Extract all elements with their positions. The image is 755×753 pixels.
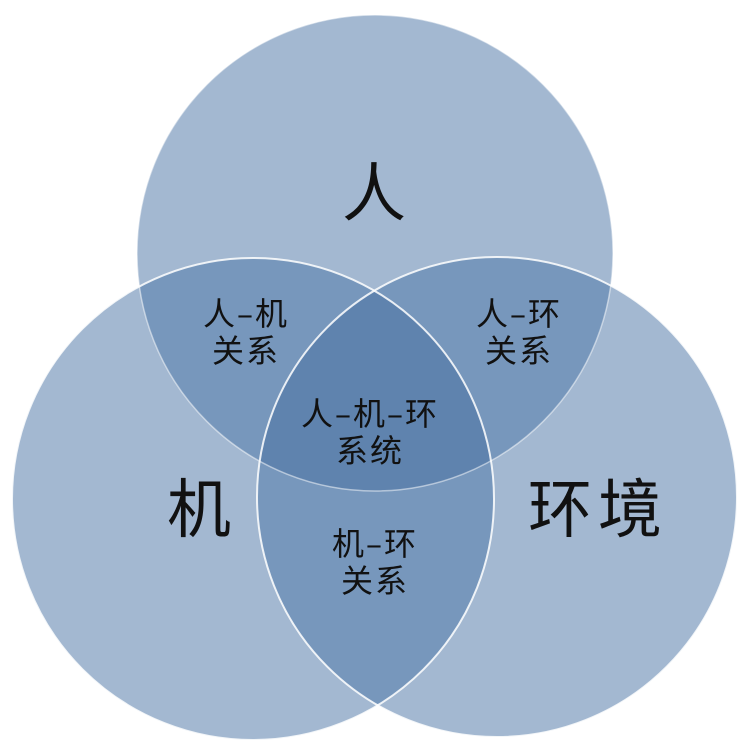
label-human-machine-environment-system: 人–机–环 系统: [301, 396, 439, 470]
label-machine: 机: [167, 474, 237, 549]
label-human-machine-line1: 人–机: [202, 295, 290, 334]
label-system-line1: 人–机–环: [300, 395, 440, 434]
label-environment: 环境: [528, 474, 668, 549]
label-human-environment-line2: 关系: [484, 332, 554, 370]
label-machine-environment-line1: 机–环: [331, 525, 419, 564]
overlap-all: [257, 258, 494, 491]
label-machine-environment-relation: 机–环 关系: [332, 526, 418, 600]
label-human-environment-relation: 人–环 关系: [476, 296, 562, 370]
label-human-machine-line2: 关系: [211, 332, 281, 370]
label-system-line2: 系统: [335, 432, 405, 470]
outline-environment: [256, 256, 738, 738]
label-human: 人: [342, 158, 412, 233]
label-human-machine-relation: 人–机 关系: [203, 296, 289, 370]
outline-machine: [11, 257, 495, 741]
label-machine-environment-line2: 关系: [340, 562, 410, 600]
label-human-environment-line1: 人–环: [475, 295, 563, 334]
outline-human: [136, 14, 614, 492]
